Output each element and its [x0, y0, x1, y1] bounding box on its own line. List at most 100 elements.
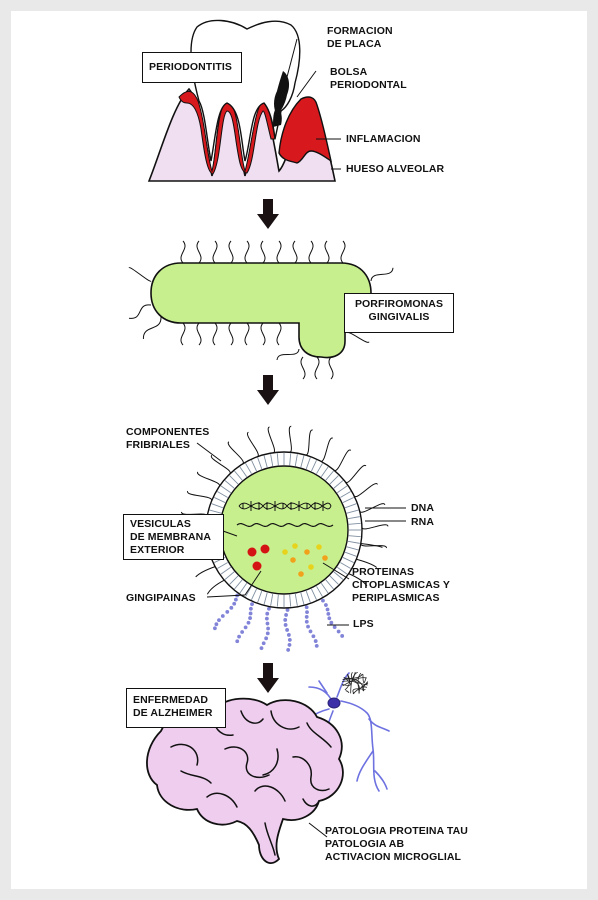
lps-bead — [233, 597, 238, 602]
lps-bead — [314, 644, 319, 648]
lps-bead — [259, 646, 264, 651]
fimbria — [197, 471, 220, 487]
label-inflamacion: INFLAMACION — [346, 133, 421, 145]
flagellum — [324, 240, 330, 264]
lps-bead — [326, 611, 331, 616]
lps-bead — [265, 611, 270, 616]
lps-bead — [261, 641, 266, 646]
flagellum — [212, 240, 218, 264]
lps-bead — [214, 622, 219, 627]
fimbria — [210, 454, 231, 475]
brain-outline — [146, 697, 344, 864]
lps-bead — [248, 611, 253, 616]
gingipain-dots — [247, 544, 270, 571]
flagellum — [212, 322, 218, 346]
gum-left — [178, 91, 276, 175]
label-rna: RNA — [411, 516, 435, 528]
lps-bead — [232, 601, 237, 606]
lps-bead — [332, 625, 337, 630]
lps-bead — [340, 634, 345, 638]
lps-bead — [286, 648, 291, 652]
rna-strand — [236, 522, 334, 528]
lps-bead — [248, 616, 252, 620]
flagellum — [260, 240, 266, 264]
lps-bead — [311, 634, 316, 639]
fimbria — [353, 483, 378, 498]
fimbria — [333, 449, 352, 471]
protein-dots — [282, 543, 328, 577]
flagellum — [276, 322, 282, 346]
lps-bead — [306, 624, 310, 629]
fimbria — [356, 558, 378, 568]
fimbria — [361, 524, 389, 530]
lps-bead — [329, 620, 334, 625]
lps-bead — [313, 639, 318, 643]
flagellum — [228, 240, 234, 264]
label-bolsa-periodontal: BOLSA PERIODONTAL — [330, 66, 407, 91]
flagellum — [276, 348, 300, 361]
flagellum — [128, 267, 152, 282]
flagellum — [260, 322, 266, 346]
lps-bead — [265, 621, 270, 626]
flagellum — [346, 331, 370, 343]
flagellum — [180, 240, 186, 264]
lps-bead — [287, 638, 292, 642]
lps-bead — [267, 606, 271, 611]
down-arrow-icon — [257, 375, 279, 405]
label-dna: DNA — [411, 502, 435, 514]
label-porfiromonas: PORFIROMONAS GINGIVALIS — [344, 293, 454, 333]
label-vesiculas: VESICULAS DE MEMBRANA EXTERIOR — [123, 514, 224, 560]
flagellum — [308, 240, 314, 264]
flagellum — [196, 240, 202, 264]
fimbria — [206, 579, 225, 595]
bacterium-icon — [128, 240, 394, 380]
fimbria — [288, 425, 292, 453]
lps-bead — [284, 613, 288, 617]
fimbria — [195, 566, 216, 578]
diagram-art — [128, 19, 406, 864]
lps-bead — [283, 618, 288, 622]
flagellum — [196, 322, 202, 346]
lps-bead — [225, 610, 230, 614]
brain-icon — [146, 697, 344, 864]
lps-bead — [237, 634, 241, 639]
down-arrow-icon — [257, 199, 279, 229]
fimbria — [360, 543, 383, 548]
flagellum — [244, 240, 250, 264]
lps-bead — [213, 626, 217, 631]
fimbria — [246, 431, 259, 458]
flagellum — [228, 322, 234, 346]
lps-bead — [243, 625, 248, 630]
label-lps: LPS — [353, 618, 374, 630]
lps-bead — [336, 629, 341, 634]
flagellum — [128, 304, 152, 319]
lps-bead — [220, 614, 225, 618]
down-arrow-icon — [257, 663, 279, 693]
lps-bead — [304, 615, 309, 619]
lps-bead — [324, 603, 328, 607]
lps-bead — [325, 607, 330, 612]
bacterium-body — [150, 262, 372, 359]
flagellum — [314, 356, 320, 380]
flagellum — [340, 240, 346, 264]
label-patologia: PATOLOGIA PROTEINA TAU PATOLOGIA AB ACTI… — [325, 825, 468, 863]
fimbria — [267, 426, 275, 454]
lps-bead — [305, 610, 309, 615]
lps-bead — [287, 643, 292, 647]
tooth-icon — [147, 19, 341, 182]
vesicle-icon — [181, 425, 406, 652]
lps-bead — [235, 639, 240, 644]
lps-bead — [264, 616, 269, 621]
lps-bead — [304, 605, 309, 610]
lps-bead — [217, 618, 221, 623]
flagellum — [180, 322, 186, 346]
flagellum — [328, 356, 334, 380]
lps-bead — [240, 630, 245, 634]
periodontal-pocket — [273, 107, 282, 127]
lps-bead — [308, 629, 313, 634]
flagellum — [142, 316, 162, 340]
lps-bead — [248, 606, 253, 611]
lps-bead — [266, 626, 270, 631]
flagellum — [300, 356, 306, 380]
fimbria — [320, 437, 334, 462]
